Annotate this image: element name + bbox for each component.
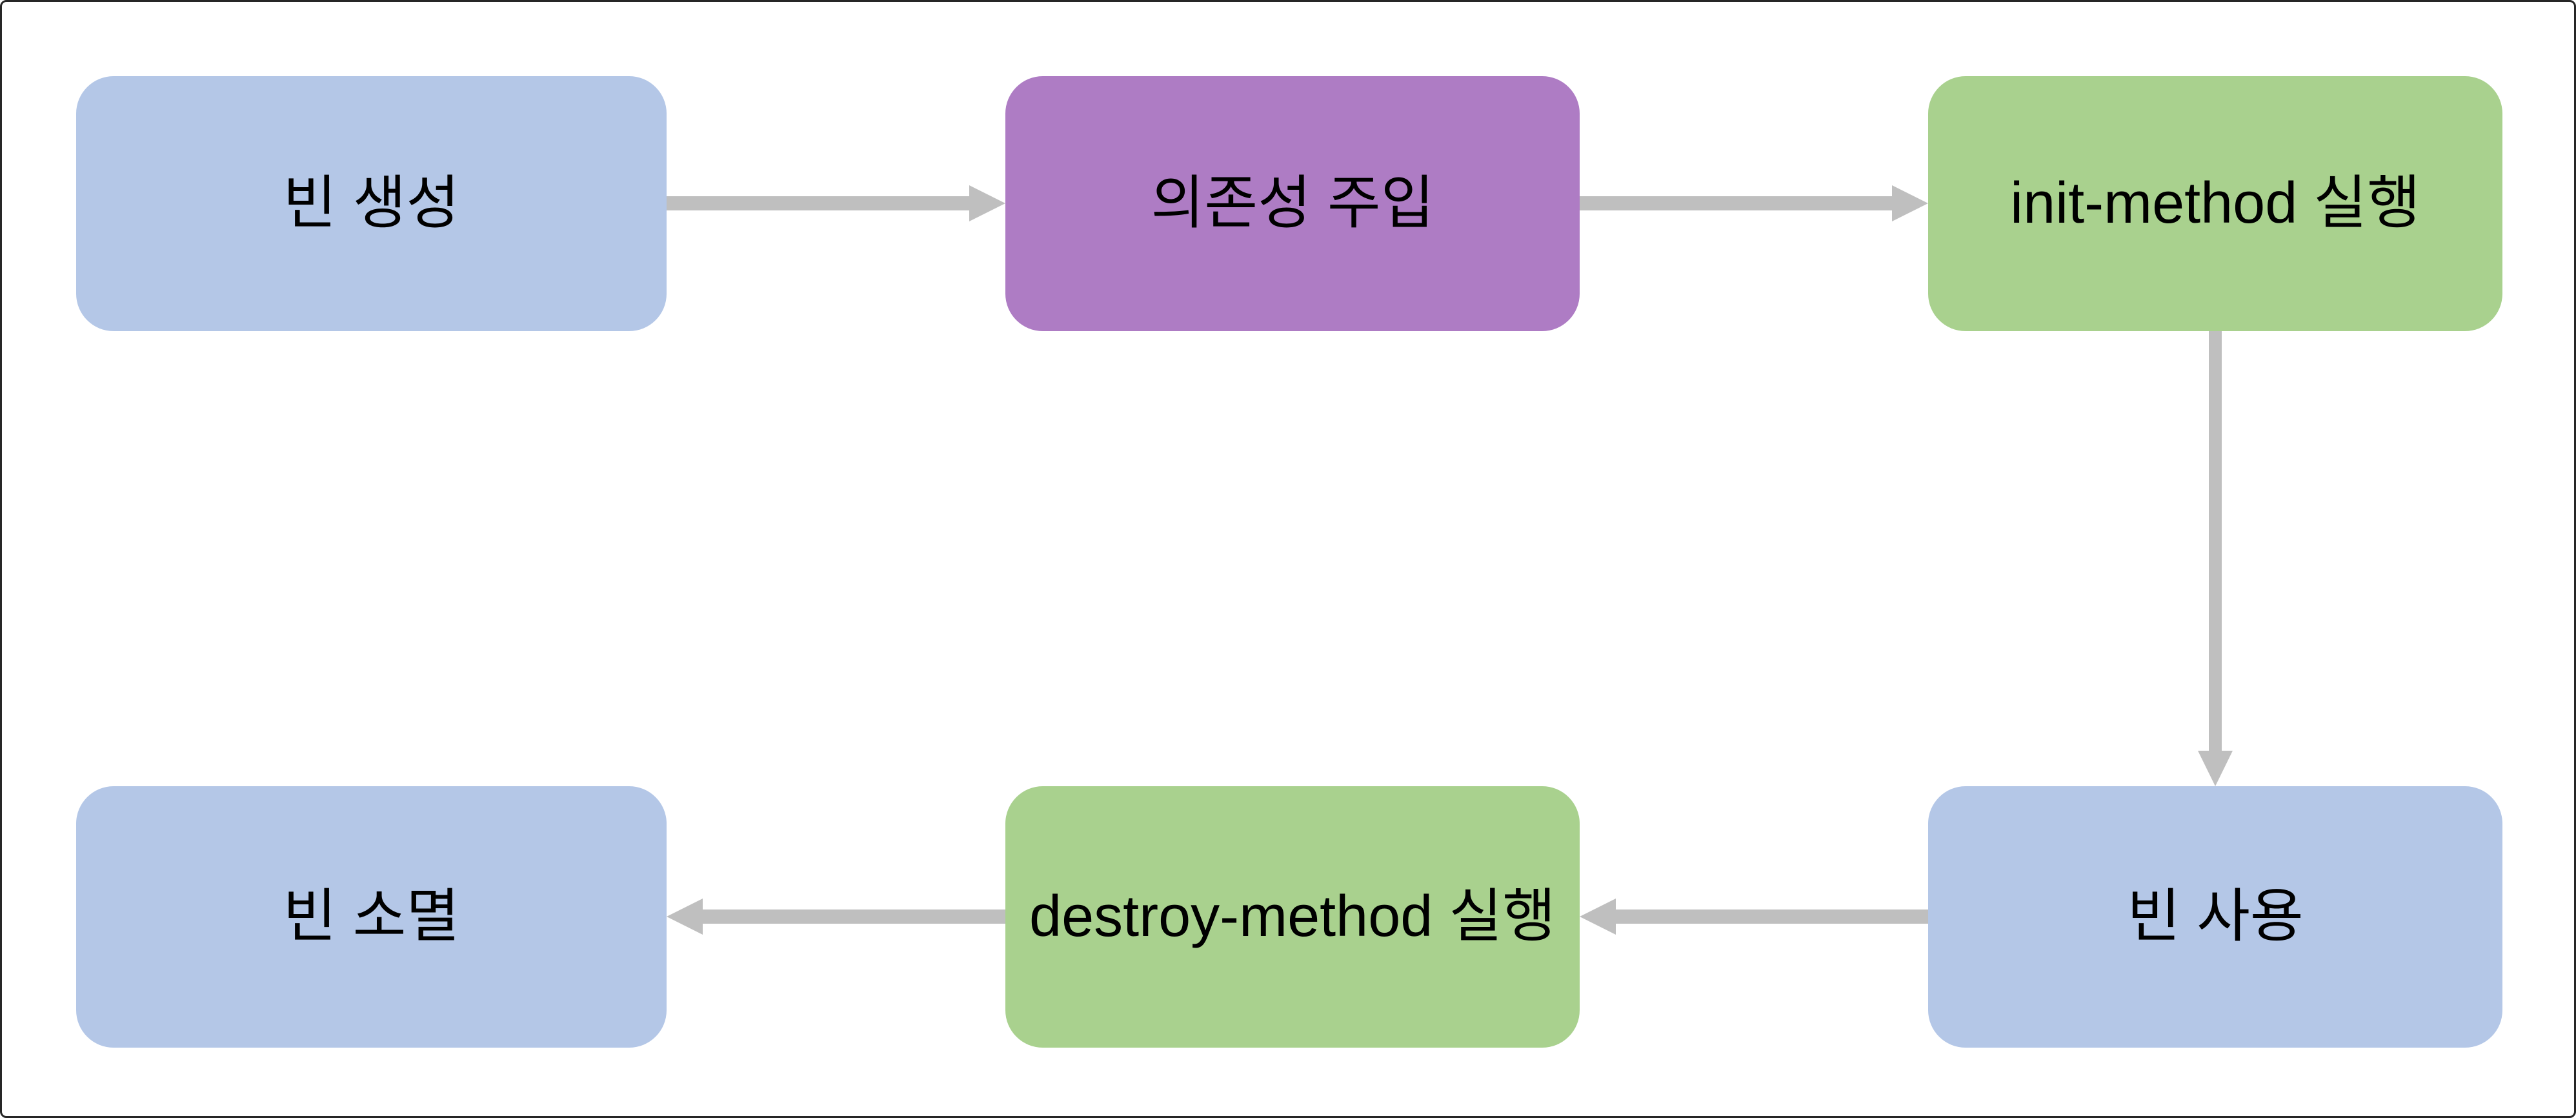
arrowhead-left-icon [1580, 899, 1616, 935]
arrowhead-left-icon [667, 899, 703, 935]
arrow-shaft [703, 910, 1005, 924]
arrow-shaft [667, 196, 970, 210]
arrowhead-right-icon [969, 185, 1005, 221]
node-bean-use: 빈 사용 [1928, 786, 2502, 1048]
node-bean-creation-label: 빈 생성 [283, 170, 460, 236]
node-bean-destruction-label: 빈 소멸 [283, 884, 460, 949]
node-dependency-injection: 의존성 주입 [1005, 76, 1580, 331]
node-destroy-method-run-label: destroy-method 실행 [1029, 884, 1556, 949]
arrowhead-right-icon [1892, 185, 1928, 221]
node-bean-use-label: 빈 사용 [2127, 884, 2304, 949]
node-init-method-run: init-method 실행 [1928, 76, 2502, 331]
node-bean-creation: 빈 생성 [76, 76, 667, 331]
node-init-method-run-label: init-method 실행 [2010, 170, 2420, 236]
arrow-shaft [1580, 196, 1892, 210]
arrow-shaft [2209, 331, 2222, 751]
node-dependency-injection-label: 의존성 주입 [1151, 170, 1434, 236]
arrow-shaft [1616, 910, 1928, 924]
node-bean-destruction: 빈 소멸 [76, 786, 667, 1048]
node-destroy-method-run: destroy-method 실행 [1005, 786, 1580, 1048]
arrowhead-down-icon [2198, 751, 2233, 786]
